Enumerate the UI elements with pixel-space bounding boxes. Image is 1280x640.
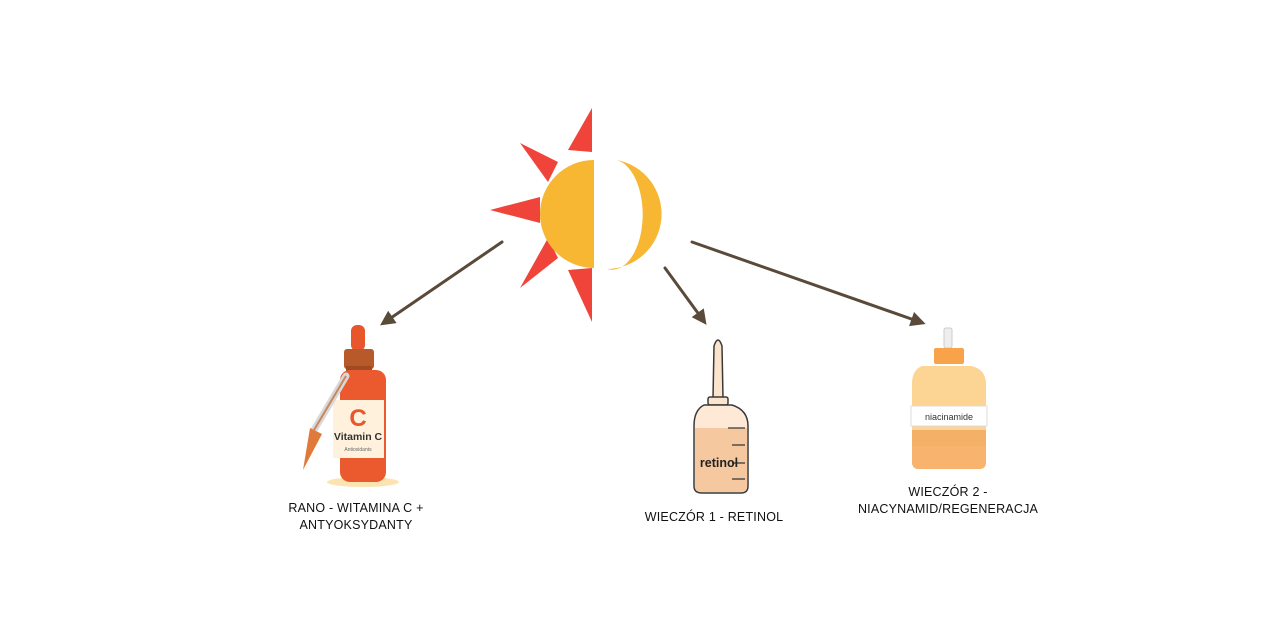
vitamin-c-letter: C [349,405,366,432]
sun-moon-icon [490,108,662,322]
retinol-bottle-label: retinol [700,456,738,470]
caption-evening-2: WIECZÓR 2 - NIACYNAMID/REGENERACJA [848,484,1048,518]
vitamin-c-bottle-sublabel: Antioxidants [344,447,372,453]
sun-rays [490,108,592,322]
sun-half [540,160,594,268]
arrow-to-niacinamide [690,240,926,327]
vitamin-c-bottle-label: Vitamin C [334,431,383,443]
arrow-to-retinol [663,266,707,325]
caption-evening-2-line-1: WIECZÓR 2 - [908,485,988,499]
dropper-pipette [303,372,350,470]
niacinamide-bottle-label: niacinamide [925,412,973,422]
caption-morning: RANO - WITAMINA C + ANTYOKSYDANTY [266,500,446,534]
retinol-bottle-icon: retinol [693,339,749,494]
vitamin-c-bottle-icon: C Vitamin C Antioxidants [303,325,399,487]
caption-evening-1-line-1: WIECZÓR 1 - RETINOL [644,510,784,524]
moon-crescent [607,160,662,270]
caption-evening-1: WIECZÓR 1 - RETINOL [624,509,804,526]
niacinamide-bottle-icon: niacinamide [910,327,988,469]
arrow-to-vitamin-c [380,240,504,326]
caption-morning-line-1: RANO - WITAMINA C + [288,501,424,515]
arrows [380,240,926,327]
caption-morning-line-2: ANTYOKSYDANTY [299,518,413,532]
caption-evening-2-line-2: NIACYNAMID/REGENERACJA [857,502,1039,516]
